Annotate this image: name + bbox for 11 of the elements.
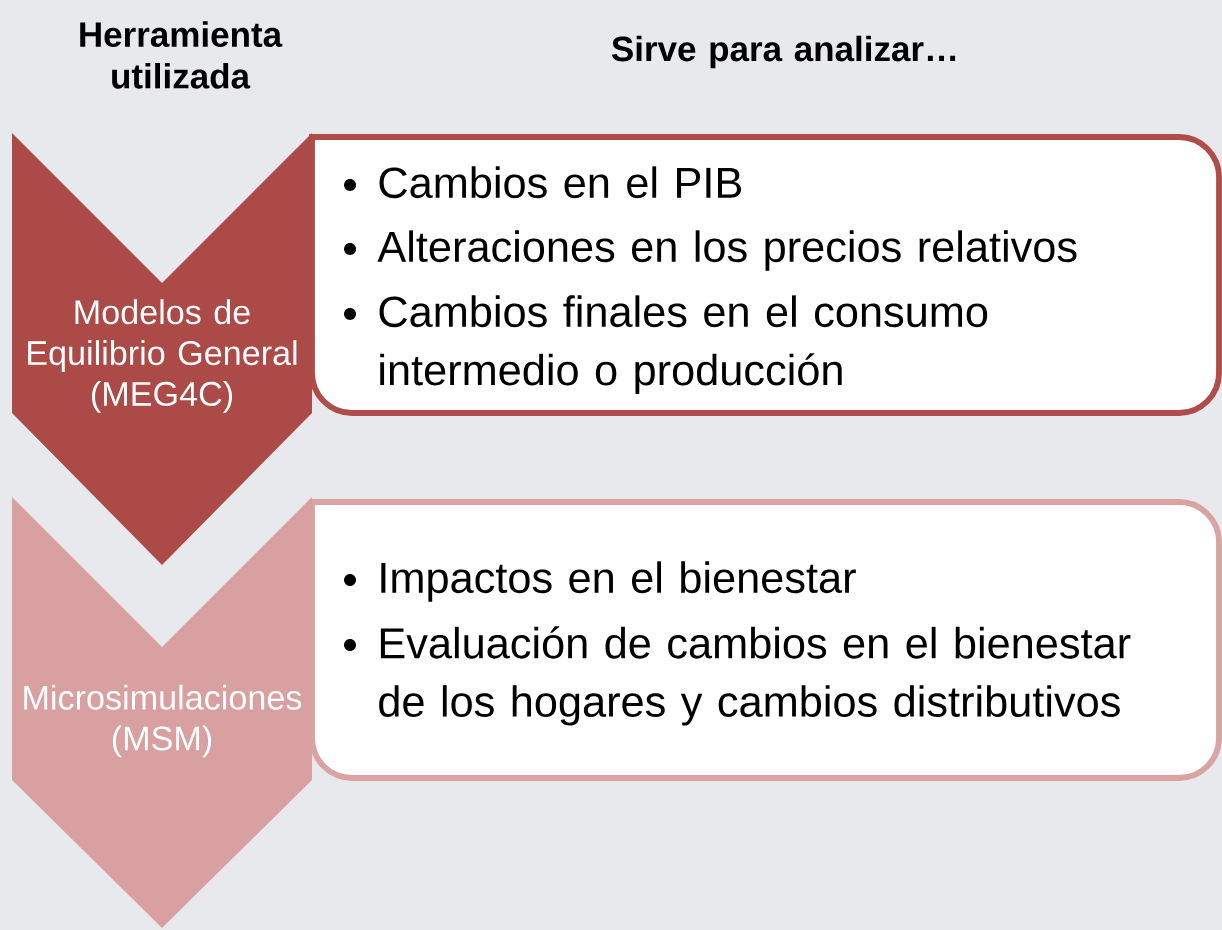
column-heading: Herramienta utilizada <box>80 21 283 89</box>
list-item: Cambios en el PIB <box>379 166 742 199</box>
list-item: Evaluación de cambios en el bienestar de los hogares y cambios distributivos <box>379 626 1131 726</box>
category-banner: Modelos de Equilibrio General (MEG4C) <box>12 133 312 565</box>
list-box <box>309 499 1222 781</box>
column-heading: Sirve para analizar… <box>611 35 956 69</box>
list-item: Cambios finales en el consumo intermedio o producción <box>379 295 988 395</box>
list-item: Alteraciones en los precios relativos <box>377 230 1077 271</box>
category-banner: Microsimulaciones (MSM) <box>12 497 312 928</box>
list-item: Impactos en el bienestar <box>381 561 856 602</box>
list-box <box>309 134 1222 416</box>
